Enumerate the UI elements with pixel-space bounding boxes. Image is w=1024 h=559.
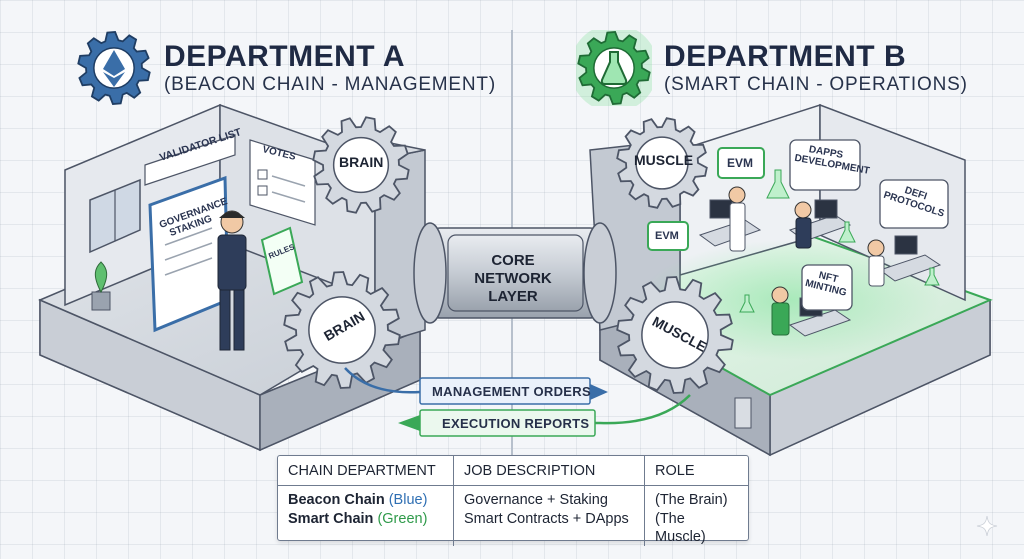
ethereum-gear-icon — [76, 30, 152, 106]
chain-name: Beacon Chain — [288, 492, 385, 508]
brain-gear-bottom-icon-hub — [308, 296, 376, 364]
flask-gear-icon — [570, 24, 658, 112]
core-network-pipe — [413, 222, 617, 324]
department-b-title: DEPARTMENT B — [664, 40, 907, 73]
chain-cell: Beacon Chain (Blue) — [278, 486, 454, 510]
column-header-role: ROLE — [644, 456, 748, 486]
department-b-header: DEPARTMENT B (SMART CHAIN - OPERATIONS) — [570, 24, 968, 112]
flask-icon — [600, 51, 628, 85]
chain-color-word: (Green) — [377, 511, 428, 527]
evm-tag-top-label: EVM — [727, 156, 754, 170]
job-cell: Governance + Staking — [453, 485, 645, 509]
muscle-gear-bottom-icon-hub — [641, 301, 709, 369]
role-summary-table: CHAIN DEPARTMENT JOB DESCRIPTION ROLE Be… — [277, 455, 749, 546]
chain-color-word: (Blue) — [388, 492, 428, 508]
table-row: Beacon Chain (Blue) Governance + Staking… — [278, 485, 748, 510]
gear-group — [283, 116, 734, 394]
department-a-subtitle: (BEACON CHAIN - MANAGEMENT) — [164, 74, 496, 95]
column-header-chain: CHAIN DEPARTMENT — [278, 456, 454, 486]
management-orders-label: MANAGEMENT ORDERS — [432, 384, 591, 399]
job-cell: Smart Contracts + DApps — [453, 509, 645, 546]
role-cell: (The Muscle) — [644, 509, 748, 546]
table-row: Smart Chain (Green) Smart Contracts + DA… — [278, 509, 748, 546]
management-orders-arrow — [344, 367, 608, 405]
evm-tag-side-label: EVM — [655, 230, 679, 242]
muscle-gear-top-label: MUSCLE — [634, 152, 694, 168]
department-a-title: DEPARTMENT A — [164, 40, 405, 73]
chain-name: Smart Chain — [288, 511, 374, 527]
department-a-header: DEPARTMENT A (BEACON CHAIN - MANAGEMENT) — [76, 30, 496, 106]
table-header-row: CHAIN DEPARTMENT JOB DESCRIPTION ROLE — [278, 456, 748, 486]
department-b-subtitle: (SMART CHAIN - OPERATIONS) — [664, 74, 968, 95]
role-cell: (The Brain) — [644, 485, 748, 509]
ethereum-icon — [103, 50, 125, 87]
brain-gear-top-icon-hub — [332, 136, 390, 194]
execution-reports-arrow — [398, 394, 691, 437]
muscle-gear-top-icon-hub — [635, 136, 689, 190]
execution-reports-label: EXECUTION REPORTS — [442, 416, 590, 431]
column-header-job: JOB DESCRIPTION — [453, 456, 645, 486]
core-network-layer-label: CORE NETWORK LAYER — [474, 252, 552, 305]
sparkle-icon — [976, 515, 998, 537]
brain-gear-top-label: BRAIN — [339, 154, 384, 170]
chain-cell: Smart Chain (Green) — [278, 509, 454, 546]
